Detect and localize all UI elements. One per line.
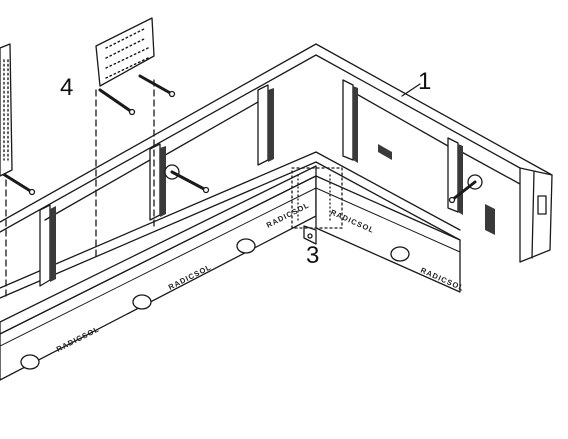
outer-top-edge (0, 43, 553, 233)
through-bolts (0, 164, 483, 204)
divider-plates-right (342, 79, 521, 213)
inner-top-edge (0, 151, 461, 299)
hanging-bracket (95, 17, 176, 261)
right-end-block (519, 167, 553, 263)
left-edge-bracket (0, 43, 13, 301)
perforations (3, 27, 149, 161)
front-rail-left (0, 165, 317, 381)
shade-slots (50, 86, 495, 282)
callout-4: 4 (60, 74, 74, 101)
callout-3: 3 (306, 242, 320, 269)
corner-plate (291, 167, 343, 229)
callout-leader-1 (401, 83, 421, 97)
front-rail-right (303, 175, 461, 293)
rail-openings (20, 238, 410, 370)
callout-1: 1 (418, 68, 432, 95)
